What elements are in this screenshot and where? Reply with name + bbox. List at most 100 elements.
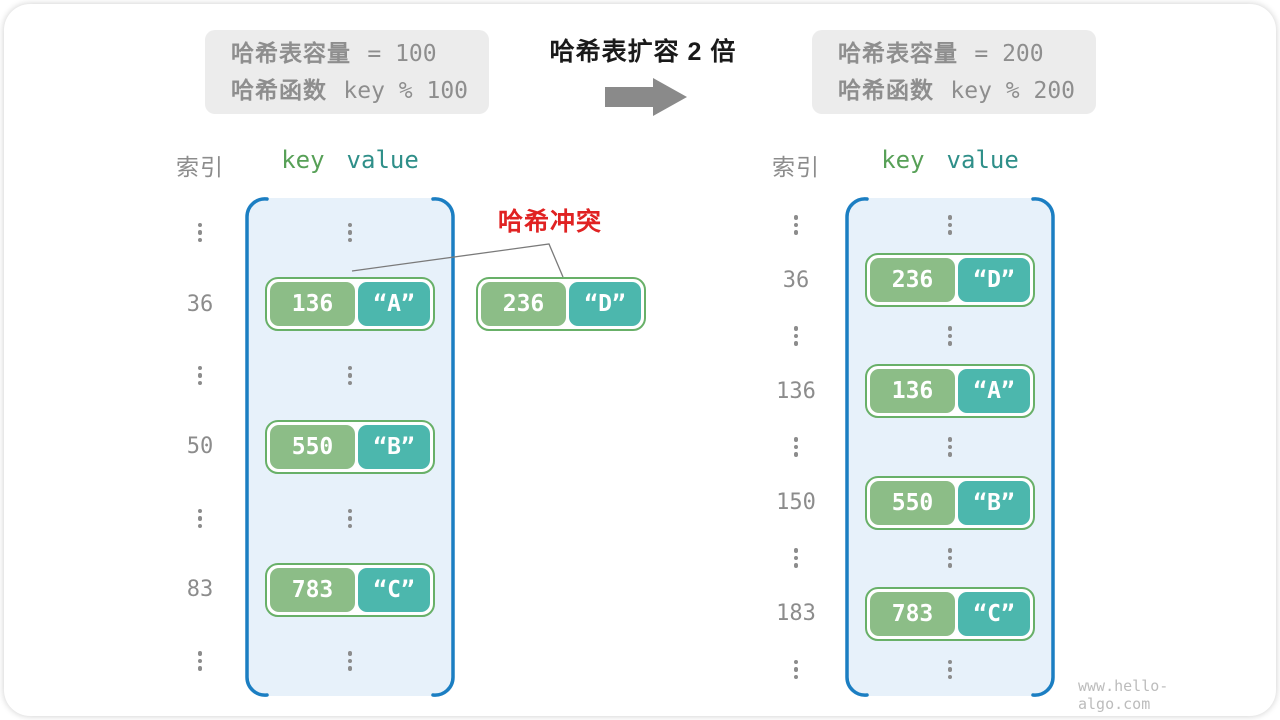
left-index-header: 索引 [176,154,224,180]
index-cell [766,642,826,698]
bucket-cell: 136“A” [845,364,1055,420]
pair-key: 550 [270,424,355,469]
ellipsis-dots [793,437,799,457]
ellipsis-dots [947,215,953,235]
index-cell [766,530,826,586]
index-cell [170,197,230,268]
bucket-cell [845,197,1055,253]
index-cell: 150 [766,475,826,531]
bucket-cell [845,308,1055,364]
capacity-value: = 100 [367,41,437,67]
ellipsis-dots [197,651,203,671]
pair-key: 136 [270,282,355,327]
left-bucket-rows: 136“A” 550“B” 783“C” [245,197,455,697]
key-value-pair: 136“A” [265,277,435,332]
collision-label: 哈希冲突 [497,208,602,236]
bucket-bracket-border [845,197,1055,697]
bucket-bracket-border [245,197,455,697]
index-cell: 36 [170,268,230,339]
index-value: 150 [776,490,816,516]
value-header: value [346,146,419,174]
index-value: 50 [186,434,214,460]
ellipsis-dots [197,508,203,529]
diagram-card [4,4,1276,716]
pair-value: “A” [357,282,430,327]
arrow-shaft [605,87,653,107]
key-value-pair: 550“B” [265,419,435,474]
index-cell [170,483,230,554]
capacity-line: 哈希表容量 = 200 [838,38,1096,69]
left-index-column: 36 50 83 [170,197,230,697]
right-arrow-icon [605,78,687,116]
ellipsis-dots [197,365,203,386]
index-value: 36 [186,291,214,317]
bucket-cell [845,642,1055,698]
key-value-pair: 550“B” [865,475,1035,530]
ellipsis-dots [793,548,799,568]
bucket-cell [845,530,1055,586]
pair-key: 783 [270,567,355,612]
hash-fn-label: 哈希函数 [838,77,934,103]
index-value: 83 [186,577,214,603]
ellipsis-dots [347,365,353,386]
pair-value: “A” [957,369,1030,414]
capacity-label: 哈希表容量 [838,40,958,66]
bucket-cell [245,626,455,697]
pair-key: 236 [870,258,955,303]
pair-value: “C” [957,591,1030,636]
ellipsis-dots [793,215,799,235]
pair-value: “B” [957,480,1030,525]
hash-fn-line: 哈希函数 key % 100 [231,75,489,106]
pair-key: 236 [481,282,566,326]
index-cell [766,197,826,253]
ellipsis-dots [947,326,953,346]
key-value-pair: 236“D” [865,253,1035,308]
index-cell [766,419,826,475]
ellipsis-dots [793,659,799,680]
arrow-head [653,78,687,116]
info-box-after: 哈希表容量 = 200 哈希函数 key % 200 [812,30,1096,114]
right-bucket-rows: 236“D” 136“A” 550“B” 783“C” [845,197,1055,697]
hash-fn-value: key % 100 [343,78,469,104]
ellipsis-dots [347,508,353,529]
hash-fn-line: 哈希函数 key % 200 [838,75,1096,106]
pair-value: “B” [357,424,430,469]
key-header: key [881,146,925,174]
pair-value: “D” [568,282,641,326]
index-cell: 36 [766,253,826,309]
index-cell: 136 [766,364,826,420]
capacity-value: = 200 [974,41,1044,67]
hash-fn-value: key % 200 [950,78,1076,104]
page-title: 哈希表扩容 2 倍 [549,38,737,66]
capacity-label: 哈希表容量 [231,40,351,66]
key-header: key [281,146,325,174]
left-bucket-array: 136“A” 550“B” 783“C” [245,197,455,697]
bucket-cell: 136“A” [245,268,455,339]
bucket-cell [845,419,1055,475]
bucket-cell [245,483,455,554]
bucket-cell: 783“C” [845,586,1055,642]
index-cell: 50 [170,411,230,482]
right-index-header: 索引 [772,154,820,180]
ellipsis-dots [947,437,953,457]
bucket-cell: 236“D” [845,253,1055,309]
colliding-key-value-pair: 236 “D” [476,277,646,331]
ellipsis-dots [947,659,953,680]
ellipsis-dots [347,651,353,671]
index-value: 136 [776,378,816,404]
capacity-line: 哈希表容量 = 100 [231,38,489,69]
left-kv-header: key value [245,146,455,174]
ellipsis-dots [793,326,799,346]
index-cell: 83 [170,554,230,625]
watermark: www.hello-algo.com [1078,677,1169,713]
bucket-cell [245,197,455,268]
pair-key: 783 [870,591,955,636]
pair-value: “D” [957,258,1030,303]
key-value-pair: 783“C” [265,562,435,617]
index-cell [766,308,826,364]
ellipsis-dots [197,222,203,243]
key-value-pair: 136“A” [865,364,1035,419]
